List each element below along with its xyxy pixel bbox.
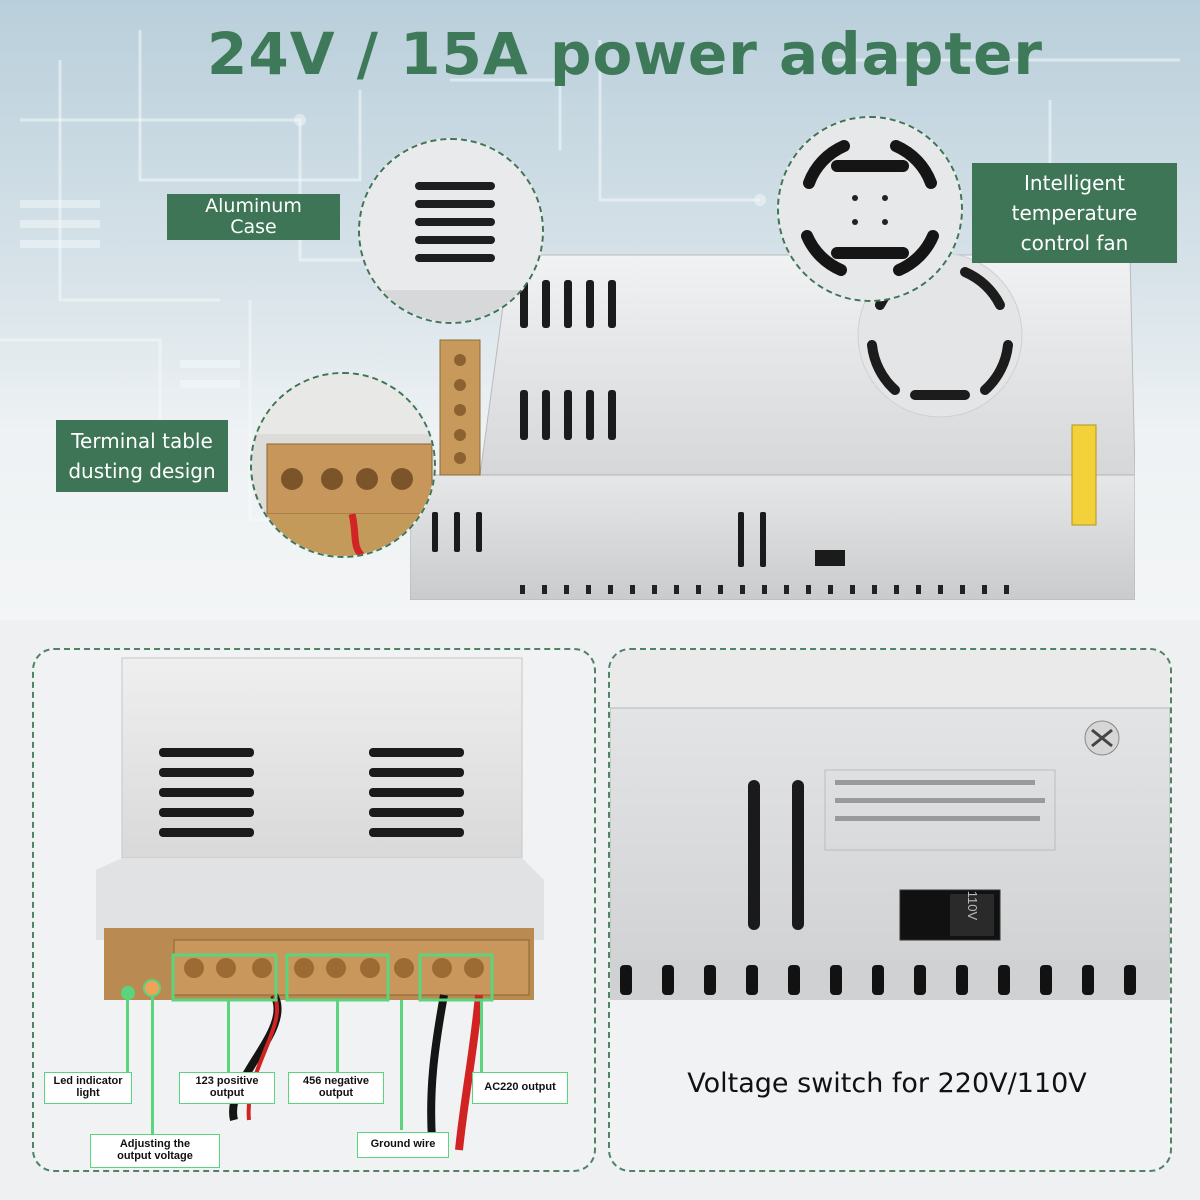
hero-section: 24V / 15A power adapter [0, 0, 1200, 620]
case-vent-image [360, 140, 542, 322]
terminal-detail-circle [250, 372, 436, 558]
fan-label: Intelligent temperature control fan [972, 163, 1177, 263]
terminal-image [252, 374, 434, 556]
adjust-voltage-callout: Adjusting the output voltage [90, 1134, 220, 1168]
terminal-closeup-image [96, 657, 544, 1151]
fan-image [779, 118, 961, 300]
terminal-label: Terminal table dusting design [56, 420, 228, 492]
terminal-callout-panel: Led indicator light Adjusting the output… [32, 648, 596, 1172]
positive-output-callout: 123 positive output [179, 1072, 275, 1104]
ac-output-callout: AC220 output [472, 1072, 568, 1104]
voltage-switch-panel: 110V [608, 648, 1172, 1172]
voltage-switch-caption: Voltage switch for 220V/110V [687, 1068, 1087, 1099]
power-supply-image [410, 252, 1135, 600]
ground-wire-callout: Ground wire [357, 1132, 449, 1158]
case-detail-circle [358, 138, 544, 324]
aluminum-case-label: Aluminum Case [167, 194, 340, 240]
fan-detail-circle [777, 116, 963, 302]
negative-output-callout: 456 negative output [288, 1072, 384, 1104]
voltage-switch-image [610, 650, 1170, 1000]
led-indicator-callout: Led indicator light [44, 1072, 132, 1104]
switch-value-print: 110V [965, 890, 981, 921]
page-title: 24V / 15A power adapter [206, 20, 1044, 88]
